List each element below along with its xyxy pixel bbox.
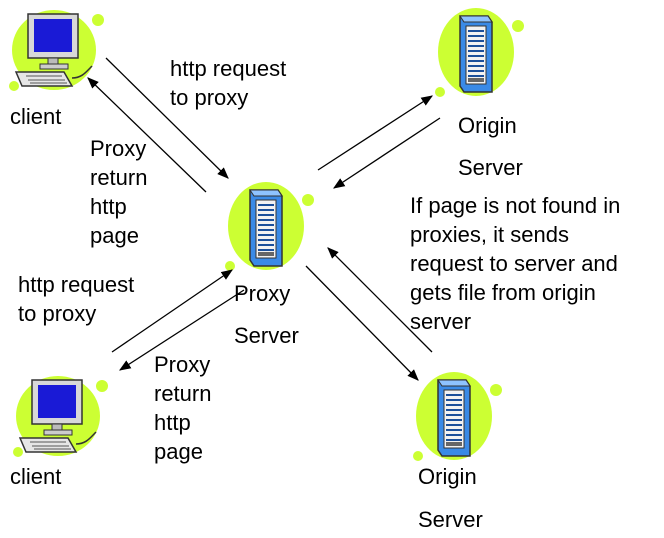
origin-bottom-label-line2: Server [418,507,483,532]
server-icon [224,181,315,272]
bottom-request-label: http request to proxy [18,272,135,326]
arrow-client-top-to-proxy [105,57,229,179]
bottom-return-label: Proxy return http page [154,352,212,464]
server-icon [412,371,503,462]
client-top-label: client [10,104,62,129]
top-return-label: Proxy return http page [90,136,148,248]
origin-bottom-label-line1: Origin [418,464,477,489]
server-icon [434,7,525,98]
arrow-proxy-to-origin-bottom [305,265,419,381]
arrow-proxy-to-client-top [87,77,207,193]
proxy-server-label-line1: Proxy [234,281,291,306]
proxy-server-label-line2: Server [234,323,299,348]
origin-note: If page is not found in proxies, it send… [410,193,621,334]
arrow-client-bottom-to-proxy [111,269,233,353]
origin-top-label-line2: Server [458,155,523,180]
arrow-proxy-to-origin-top [317,95,433,171]
arrow-proxy-to-client-bottom [119,289,245,371]
client-bottom-label: client [10,464,62,489]
computer-icon [12,375,109,458]
arrow-origin-top-to-proxy [333,117,441,189]
origin-top-label-line1: Origin [458,113,517,138]
arrow-origin-bottom-to-proxy [327,247,433,353]
top-request-label: http request to proxy [170,56,287,110]
